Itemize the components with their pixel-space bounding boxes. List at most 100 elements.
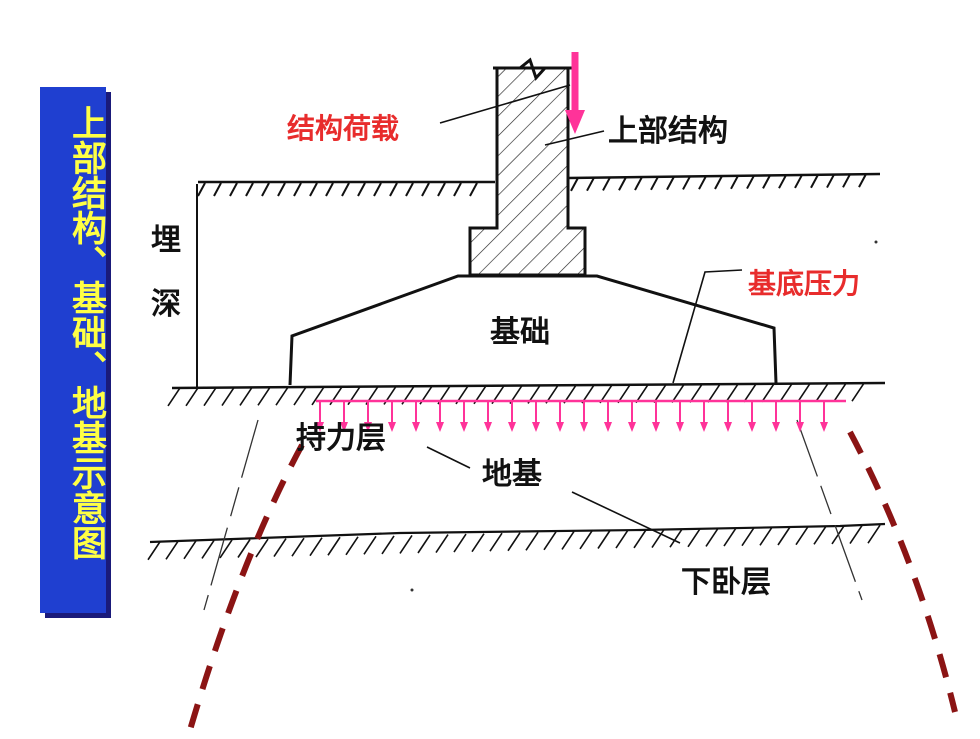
side-title: 上部结构、基础、地基示意图 xyxy=(66,105,107,560)
soil-hatch-mark xyxy=(813,525,827,545)
label-embed-1: 埋 xyxy=(151,223,181,258)
soil-hatch-mark xyxy=(602,176,611,191)
soil-hatch-mark xyxy=(618,176,627,191)
foundation-base-line xyxy=(167,381,886,407)
soil-hatch-mark xyxy=(381,535,395,555)
soil-hatch-mark xyxy=(203,387,217,407)
pressure-arrow-head xyxy=(556,422,564,432)
soil-hatch-mark xyxy=(714,175,723,190)
pressure-arrow-head xyxy=(700,422,708,432)
soil-hatch-mark xyxy=(743,383,757,403)
soil-hatch-mark xyxy=(779,383,793,403)
soil-hatch-mark xyxy=(634,176,643,191)
soil-hatch-mark xyxy=(183,540,197,560)
label-bearing-layer: 持力层 xyxy=(296,421,386,456)
base-pressure-arrows xyxy=(316,399,846,432)
label-foundation: 基础 xyxy=(490,315,550,350)
soil-hatch-mark xyxy=(671,383,685,403)
soil-hatch-mark xyxy=(507,532,521,552)
side-title-box: 上部结构、基础、地基示意图 xyxy=(40,87,107,613)
pressure-arrow-head xyxy=(436,422,444,432)
soil-hatch-mark xyxy=(309,182,318,197)
soil-hatch-mark xyxy=(653,384,667,403)
soil-hatch-mark xyxy=(669,528,683,548)
soil-hatch-mark xyxy=(561,530,575,550)
soil-hatch-mark xyxy=(261,182,270,197)
soil-hatch-mark xyxy=(725,383,739,403)
soil-hatch-mark xyxy=(705,527,719,547)
soil-hatch-mark xyxy=(435,534,449,553)
soil-hatch-mark xyxy=(167,387,181,407)
soil-hatch-mark xyxy=(815,382,829,402)
soil-hatch-mark xyxy=(633,529,647,549)
soil-hatch-mark xyxy=(345,536,359,556)
soil-hatch-mark xyxy=(858,173,867,188)
soil-hatch-mark xyxy=(698,175,707,190)
speck xyxy=(410,588,414,592)
pressure-arrow-head xyxy=(340,422,348,432)
soil-hatch-mark xyxy=(293,386,307,406)
soil-hatch-mark xyxy=(762,174,771,189)
soil-hatch-mark xyxy=(309,537,323,557)
speck xyxy=(874,240,878,244)
soil-hatch-mark xyxy=(797,383,811,402)
soil-hatch-mark xyxy=(794,174,803,189)
label-base-pressure: 基底压力 xyxy=(748,267,861,300)
soil-hatch-mark xyxy=(707,383,721,403)
soil-hatch-mark xyxy=(469,182,478,197)
soil-hatch-mark xyxy=(373,182,382,197)
soil-hatch-mark xyxy=(651,529,665,548)
column xyxy=(468,57,587,277)
soil-hatch-mark xyxy=(833,382,847,402)
soil-hatch-mark xyxy=(273,538,287,558)
label-superstructure: 上部结构 xyxy=(608,114,728,149)
soil-hatch-mark xyxy=(650,176,659,191)
soil-hatch-mark xyxy=(277,182,286,197)
soil-hatch-mark xyxy=(255,538,269,558)
soil-hatch-mark xyxy=(795,526,809,546)
soil-hatch-mark xyxy=(341,182,350,197)
soil-hatch-mark xyxy=(405,182,414,197)
soil-hatch-mark xyxy=(311,386,325,406)
soil-hatch-mark xyxy=(327,536,341,556)
soil-hatch-mark xyxy=(399,535,413,554)
stress-spread-lines xyxy=(203,419,863,611)
soil-hatch-mark xyxy=(185,387,199,407)
pressure-arrow-head xyxy=(508,422,516,432)
soil-hatch-mark xyxy=(421,182,430,197)
pressure-arrow-head xyxy=(580,422,588,432)
soil-hatch-mark xyxy=(229,182,238,197)
soil-hatch-mark xyxy=(237,539,251,558)
soil-hatch-mark xyxy=(687,528,701,548)
soil-hatch-mark xyxy=(275,386,289,406)
soil-hatch-mark xyxy=(325,182,334,197)
soil-hatch-mark xyxy=(245,182,254,197)
soil-hatch-mark xyxy=(197,182,206,197)
soil-hatch-mark xyxy=(849,525,863,545)
soil-hatch-mark xyxy=(543,531,557,551)
influence-boundary-curves xyxy=(187,430,958,731)
pressure-arrow-head xyxy=(412,422,420,432)
soil-hatch-mark xyxy=(635,384,649,404)
pressure-arrow-head xyxy=(484,422,492,432)
label-structural-load: 结构荷载 xyxy=(287,112,400,145)
soil-hatch-mark xyxy=(239,386,253,406)
soil-hatch-mark xyxy=(357,182,366,197)
soil-hatch-mark xyxy=(165,540,179,560)
soil-hatch-mark xyxy=(761,383,775,403)
soil-hatch-mark xyxy=(525,531,539,551)
soil-hatch-mark xyxy=(615,529,629,549)
soil-hatch-mark xyxy=(471,533,485,553)
soil-hatch-mark xyxy=(689,383,703,403)
pressure-arrow-head xyxy=(388,422,396,432)
pressure-arrow-head xyxy=(628,422,636,432)
leader-lines xyxy=(426,84,743,544)
soil-hatch-mark xyxy=(257,386,271,406)
soil-hatch-mark xyxy=(741,527,755,547)
soil-hatch-mark xyxy=(489,532,503,552)
load-arrow xyxy=(565,52,585,134)
soil-hatch-mark xyxy=(437,182,446,197)
soil-hatch-mark xyxy=(201,539,215,559)
soil-hatch-mark xyxy=(778,174,787,189)
